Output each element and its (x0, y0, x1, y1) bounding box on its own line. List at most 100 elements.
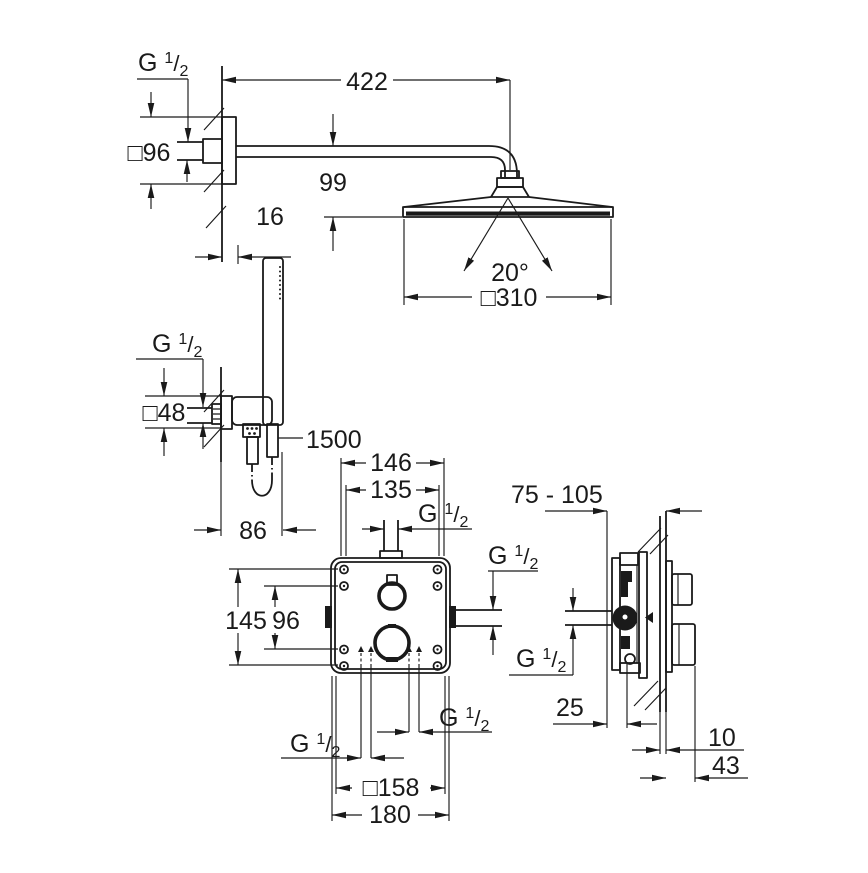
dim-sq310-label: □310 (481, 284, 538, 312)
dim-sq158-label: □158 (363, 774, 420, 802)
wall-section-mid (187, 367, 233, 462)
dim-86-label: 86 (239, 517, 267, 545)
dim-43-label: 43 (712, 752, 740, 780)
hand-escutcheon (220, 395, 233, 430)
dim-box-outer-width: 180 (331, 676, 450, 829)
hand-thread-nipple (187, 407, 212, 424)
dim-sq48-label: □48 (143, 399, 186, 427)
dim-box-inner-height: 96 (264, 585, 338, 650)
bottom-handle (671, 623, 696, 666)
dim-arm-length: 422 (222, 66, 511, 170)
outlet-screen-dots (246, 427, 258, 435)
thread-label-box-top: G 1/2 (362, 500, 472, 533)
outlet-screen (242, 423, 261, 438)
hose-loop (251, 479, 273, 497)
g-half-thread-label: G 1/2 (152, 330, 202, 361)
dim-hose-length: 1500 (278, 426, 362, 454)
head-shower (402, 196, 614, 218)
dim-25-label: 25 (556, 694, 584, 722)
arm-escutcheon (221, 116, 237, 185)
dim-135-label: 135 (370, 476, 412, 504)
mounting-plate (638, 551, 648, 679)
port-notch-top (388, 624, 396, 628)
dim-sq96-label: □96 (128, 139, 171, 167)
dim-hand-offset: 86 (194, 452, 316, 545)
head-rim (402, 206, 614, 218)
g-half-thread-label: G 1/2 (516, 645, 566, 676)
port-notch-bottom (386, 657, 398, 662)
thread-label-box-right: G 1/2 (488, 542, 538, 655)
dim-10-label: 10 (708, 724, 736, 752)
mixer-box-front (325, 520, 502, 674)
dim-embed-depth: 75 - 105 (511, 481, 702, 728)
g-half-thread-label: G 1/2 (290, 730, 340, 761)
dim-hand-plate: □48 (143, 368, 221, 456)
side-supply-pipe (565, 610, 612, 626)
thread-label-bottom-right: G 1/2 (377, 667, 492, 736)
dim-box-height: 145 (225, 568, 338, 666)
hand-shower-assembly (231, 257, 284, 497)
dim-75-105-label: 75 - 105 (511, 481, 603, 509)
arm-thread-nipple (177, 141, 203, 161)
dim-wall-thickness: 10 (632, 712, 744, 754)
g-half-thread-label: G 1/2 (138, 49, 188, 80)
right-outlet-pipe (456, 609, 502, 627)
dim-180-label: 180 (369, 801, 411, 829)
g-half-thread-label: G 1/2 (439, 704, 489, 735)
hose-connector (266, 423, 279, 458)
top-supply-pipe (383, 520, 399, 551)
thread-label-hand: G 1/2 (136, 330, 207, 449)
wall-hatch (633, 527, 669, 711)
dim-head-offset: 99 (319, 114, 402, 251)
g-half-thread-label: G 1/2 (488, 542, 538, 573)
dim-head-size: □310 (403, 219, 612, 312)
side-escutcheon (665, 560, 673, 673)
dim-box-inner-size: □158 (335, 676, 446, 802)
dim-spray-angle: 20° (463, 197, 553, 287)
dim-145-label: 145 (225, 607, 267, 635)
dim-96-label: 96 (272, 607, 300, 635)
dim-box-top-inner-width: 135 (345, 476, 440, 556)
hand-shower-wand (262, 257, 284, 426)
dim-146-label: 146 (370, 449, 412, 477)
dim-embed-front: 25 (553, 662, 657, 728)
g-half-thread-label: G 1/2 (418, 500, 468, 531)
dim-plate-thickness: 16 (195, 203, 291, 264)
thread-label-arm: G 1/2 (137, 49, 192, 182)
diverter-port (377, 581, 407, 611)
dim-422-label: 422 (346, 68, 388, 96)
head-cone (490, 186, 530, 198)
wand-spray-dots (279, 266, 281, 300)
box-inner (334, 561, 447, 670)
head-top-slopes (403, 196, 613, 208)
dim-20deg-label: 20° (491, 259, 529, 287)
spray-face (406, 211, 610, 216)
body-top-block (619, 552, 639, 566)
valve-tab (386, 574, 398, 586)
arm-joint-collar (496, 177, 524, 188)
wall-hatch (203, 107, 227, 229)
side-tab-right (449, 606, 456, 628)
bottom-ports (358, 646, 422, 667)
wall-section-top (177, 66, 237, 262)
outlet-stem (246, 436, 259, 465)
hose-centerlines (251, 457, 273, 480)
top-handle (671, 573, 693, 606)
dim-99-label: 99 (319, 169, 347, 197)
dim-handle-protrusion: 43 (640, 666, 748, 782)
dim-box-top-width: 146 (340, 449, 445, 556)
thread-label-side: G 1/2 (509, 588, 577, 676)
top-pipe-flange (379, 550, 403, 559)
plate-pointer (645, 612, 653, 623)
arm-thread-nut (202, 138, 223, 164)
side-tab-left (325, 606, 332, 628)
fixing-screws (339, 564, 443, 671)
dim-arm-plate: □96 (128, 92, 222, 209)
shower-arm (236, 145, 530, 198)
mixer-port (373, 624, 411, 662)
mixer-side-view (565, 511, 696, 712)
dim-16-label: 16 (256, 203, 284, 231)
thread-label-bottom-left: G 1/2 (281, 667, 404, 762)
